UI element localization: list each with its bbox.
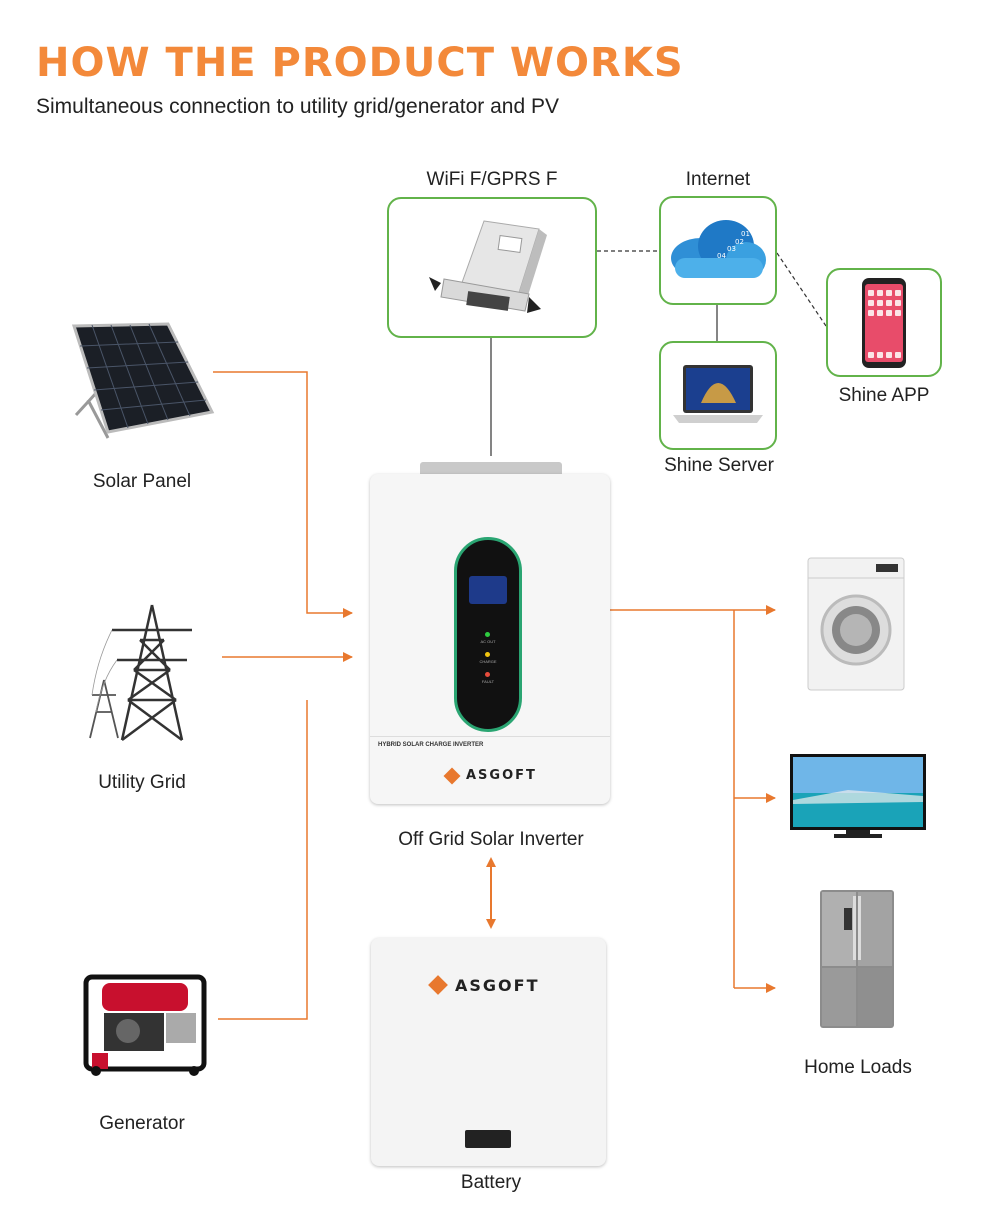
utility-grid-label: Utility Grid: [98, 772, 186, 793]
cloud-tag-2: 02: [735, 238, 744, 246]
cloud-tag-3: 03: [727, 245, 736, 253]
inverter-model-text: HYBRID SOLAR CHARGE INVERTER: [378, 742, 484, 748]
washing-machine-icon: [807, 557, 905, 691]
home-loads-label: Home Loads: [804, 1057, 912, 1078]
shine-server-box: [659, 341, 777, 450]
internet-to-app-line: [776, 252, 827, 327]
cloud-tag-4: 04: [717, 252, 726, 260]
refrigerator-icon: [820, 890, 894, 1028]
page-title: HOW THE PRODUCT WORKS: [36, 40, 684, 86]
shine-server-label: Shine Server: [664, 455, 774, 476]
led-charge-label: CHARGE: [479, 659, 497, 664]
internet-box: 01 02 03 04: [659, 196, 777, 305]
battery-label: Battery: [460, 1172, 522, 1193]
generator-icon: [83, 974, 207, 1076]
inverter-display: [469, 576, 507, 604]
generator-label: Generator: [99, 1113, 185, 1134]
battery-brand: ASGOFT: [455, 976, 540, 995]
led-fault-label: FAULT: [481, 679, 495, 684]
solar-panel-label: Solar Panel: [92, 471, 192, 492]
led-fault: [485, 672, 490, 677]
led-ac-out: [485, 632, 490, 637]
smartphone-icon: [862, 278, 906, 368]
inverter-brand: ASGOFT: [466, 768, 537, 783]
transmission-tower-icon: [89, 604, 192, 742]
laptop-icon: [673, 365, 763, 423]
inverter-control-panel: AC OUT CHARGE FAULT: [454, 537, 522, 732]
solar-panel-icon: [71, 322, 215, 439]
page-subtitle: Simultaneous connection to utility grid/…: [36, 95, 559, 118]
generator-to-inverter-line: [218, 700, 308, 1020]
solar-to-inverter-line: [213, 371, 353, 618]
cloud-icon: 01 02 03 04: [671, 220, 766, 278]
led-charge: [485, 652, 490, 657]
internet-label: Internet: [685, 169, 751, 190]
inverter-label: Off Grid Solar Inverter: [398, 829, 584, 850]
inverter-device: AC OUT CHARGE FAULT HYBRID SOLAR CHARGE …: [370, 462, 610, 807]
shine-app-label: Shine APP: [838, 385, 930, 406]
shine-app-box: [826, 268, 942, 377]
television-icon: [790, 754, 926, 838]
wifi-label: WiFi F/GPRS F: [426, 169, 558, 190]
battery-display: [465, 1130, 511, 1148]
wifi-dongle-icon: [429, 220, 547, 313]
battery-brand-logo-icon: [428, 975, 448, 995]
cloud-tag-1: 01: [741, 230, 750, 238]
battery-device: ASGOFT: [371, 938, 606, 1166]
led-ac-out-label: AC OUT: [480, 639, 496, 644]
wifi-module-box: [387, 197, 597, 338]
